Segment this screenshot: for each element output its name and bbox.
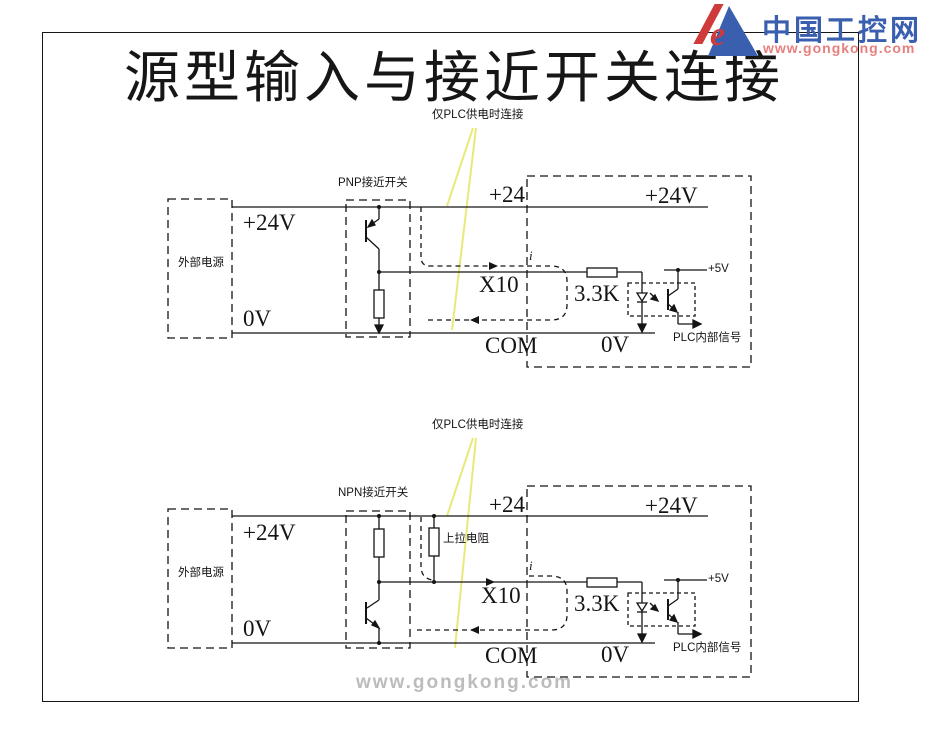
current-label: i: [529, 248, 533, 263]
rail-5v-label: +5V: [708, 263, 729, 275]
pnp-transistor: [365, 205, 381, 274]
external-power-box: [167, 508, 233, 649]
pnp-switch-box: [345, 199, 411, 338]
supply-24v-label: +24V: [243, 520, 296, 545]
terminal-x10-label: X10: [479, 272, 519, 297]
plc-0v-label: 0V: [601, 332, 630, 357]
optocoupler: [627, 580, 703, 644]
plc-input-resistor: [586, 577, 618, 588]
optional-link-dashed: [415, 517, 568, 631]
sensor-type-label: NPN接近开关: [338, 487, 409, 499]
current-label: i: [529, 558, 533, 573]
supply-0v-label: 0V: [243, 616, 272, 641]
npn-transistor: [365, 580, 381, 645]
terminal-24-label: +24: [489, 492, 525, 517]
rail-5v-node: [664, 578, 707, 582]
sensor-type-label: PNP接近开关: [338, 177, 408, 189]
watermark: www.gongkong.com: [356, 672, 574, 693]
page-title: 源型输入与接近开关连接: [124, 48, 784, 110]
external-power-box: [167, 198, 233, 339]
optocoupler: [627, 270, 703, 334]
plc-signal-label: PLC内部信号: [673, 642, 742, 654]
slide-border: [42, 32, 859, 702]
terminal-com-label: COM: [485, 333, 538, 358]
sensor-resistor: [373, 272, 385, 335]
rail-5v-node: [664, 268, 707, 272]
external-power-label: 外部电源: [178, 567, 224, 579]
terminal-x10-label: X10: [481, 583, 521, 608]
input-wire: [379, 578, 643, 594]
rail-5v-label: +5V: [708, 573, 729, 585]
brand-logo: e 中国工控网 www.gongkong.com: [693, 1, 926, 57]
note-plc-powered: 仅PLC供电时连接: [432, 109, 524, 121]
logo-letter: e: [710, 16, 726, 53]
plc-0v-label: 0V: [601, 642, 630, 667]
supply-24v-label: +24V: [243, 210, 296, 235]
input-wire: [379, 271, 643, 284]
circuit2-schematic: [167, 437, 752, 678]
plc-24v-label: +24V: [645, 493, 698, 518]
supply-0v-label: 0V: [243, 306, 272, 331]
power-rails: [232, 206, 708, 334]
circuit1-schematic: [167, 127, 752, 368]
pullup-resistor-label: 上拉电阻: [443, 533, 489, 545]
plc-input-resistor: [586, 267, 618, 278]
circuit1-leader-lines: [446, 127, 477, 331]
note-plc-powered: 仅PLC供电时连接: [432, 419, 524, 431]
pullup-resistor: [428, 514, 440, 584]
brand-site-url: www.gongkong.com: [763, 40, 916, 56]
plc-signal-label: PLC内部信号: [673, 332, 742, 344]
current-in-arrow: [489, 262, 498, 270]
terminal-24-label: +24: [489, 182, 525, 207]
optional-link-dashed: [420, 207, 568, 321]
external-power-label: 外部电源: [178, 257, 224, 269]
power-rails: [232, 515, 708, 644]
brand-logo-icon: e: [693, 2, 760, 56]
current-return-arrow: [470, 626, 479, 634]
resistor-value-label: 3.3K: [574, 281, 620, 306]
sensor-resistor: [373, 514, 385, 582]
brand-name: 中国工控网: [762, 15, 923, 47]
plc-24v-label: +24V: [645, 183, 698, 208]
terminal-com-label: COM: [485, 643, 538, 668]
current-return-arrow: [470, 316, 479, 324]
circuit2-leader-lines: [446, 437, 477, 649]
npn-switch-box: [345, 510, 411, 649]
resistor-value-label: 3.3K: [574, 591, 620, 616]
